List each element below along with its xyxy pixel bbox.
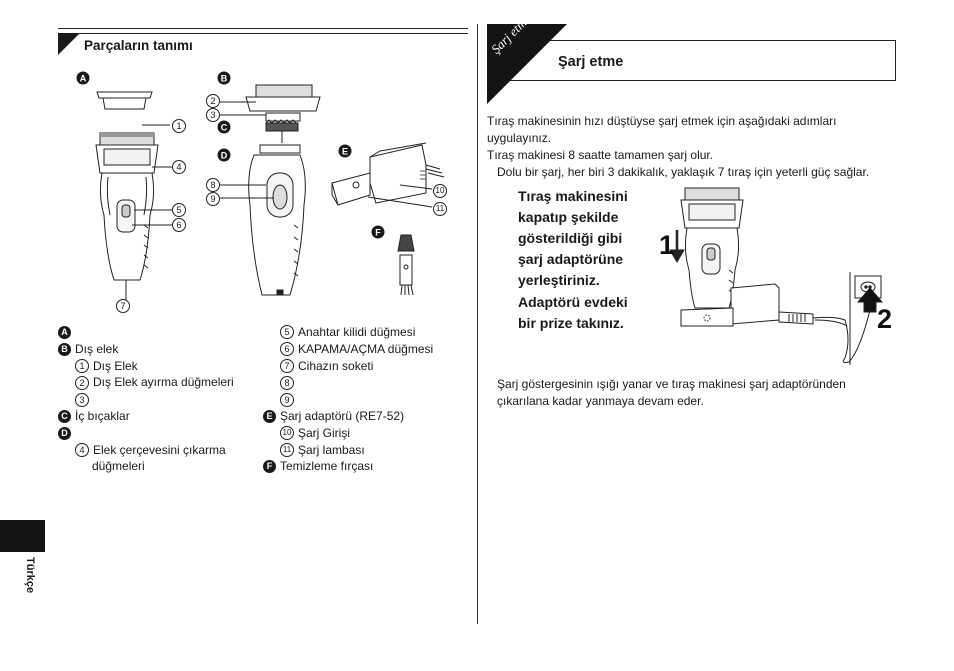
svg-text:A: A xyxy=(80,74,87,84)
legend-item: A xyxy=(58,324,268,341)
intro-text: Tıraş makinesinin hızı düştüyse şarj etm… xyxy=(487,113,907,181)
charging-adaptor-illustration xyxy=(331,142,445,206)
outer-frame-illustration xyxy=(245,84,321,122)
svg-text:E: E xyxy=(342,147,348,157)
step-2-text: Adaptörü evdeki bir prize takınız. xyxy=(518,294,628,331)
header-rule-top xyxy=(58,28,468,29)
legend-item: düğmeleri xyxy=(92,459,145,474)
diagram-letter-f: F xyxy=(371,225,385,239)
page-divider xyxy=(477,24,478,624)
intro-line: Tıraş makinesinin hızı düştüyse şarj etm… xyxy=(487,114,837,128)
diagram-letter-a: A xyxy=(76,71,90,85)
legend-item: 9 xyxy=(263,391,473,408)
callout-11: 11 xyxy=(433,202,447,216)
svg-text:B: B xyxy=(221,74,228,84)
section-corner-tab xyxy=(487,24,567,104)
power-cord xyxy=(812,287,874,363)
callout-6: 6 xyxy=(172,218,186,232)
step-number-1: 1 xyxy=(659,230,674,260)
protective-cap-illustration xyxy=(96,91,153,110)
diagram-letter-e: E xyxy=(338,144,352,158)
inner-blades-illustration xyxy=(265,119,299,143)
diagram-letter-d: D xyxy=(217,148,231,162)
intro-line: uygulayınız. xyxy=(487,131,552,145)
intro-line: Tıraş makinesi 8 saatte tamamen şarj olu… xyxy=(487,148,714,162)
callout-7: 7 xyxy=(116,299,130,313)
parts-diagram: A B C D E F xyxy=(76,71,445,300)
svg-text:F: F xyxy=(375,228,381,238)
intro-line: Dolu bir şarj, her biri 3 dakikalık, yak… xyxy=(497,165,870,179)
arrow-down-icon xyxy=(669,230,685,263)
diagram-letter-c: C xyxy=(217,120,231,134)
callout-4: 4 xyxy=(172,160,186,174)
shaver-illustration xyxy=(95,132,159,297)
callout-10: 10 xyxy=(433,184,447,198)
note-line: çıkarılana kadar yanmaya devam eder. xyxy=(497,394,704,408)
note-text: Şarj göstergesinin ışığı yanar ve tıraş … xyxy=(497,376,897,410)
header-rule-bottom xyxy=(58,33,468,34)
note-line: Şarj göstergesinin ışığı yanar ve tıraş … xyxy=(497,377,846,391)
callout-2: 2 xyxy=(206,94,220,108)
legend-item: D xyxy=(58,425,268,442)
diagram-letter-b: B xyxy=(217,71,231,85)
callout-8: 8 xyxy=(206,178,220,192)
language-label: Türkçe xyxy=(24,557,36,594)
svg-text:D: D xyxy=(221,151,228,161)
charging-illustration: 1 2 xyxy=(659,187,892,365)
section-corner-marker xyxy=(58,33,80,55)
callout-3: 3 xyxy=(206,108,220,122)
callout-1: 1 xyxy=(172,119,186,133)
svg-text:C: C xyxy=(221,123,228,133)
arrow-up-icon xyxy=(856,287,884,313)
legend-item: 3 xyxy=(58,391,268,408)
section-title: Şarj etme xyxy=(558,54,624,70)
cleaning-brush-illustration xyxy=(397,234,415,296)
language-tab-marker xyxy=(0,520,45,552)
step-1-text: Tıraş makinesini kapatıp şekilde gösteri… xyxy=(518,188,628,288)
adaptor-base-illustration xyxy=(680,283,814,327)
step-number-2: 2 xyxy=(877,304,892,334)
callout-9: 9 xyxy=(206,192,220,206)
section-title: Parçaların tanımı xyxy=(84,38,193,53)
shaver-body-illustration xyxy=(248,144,306,296)
callout-5: 5 xyxy=(172,203,186,217)
legend-item: 8 xyxy=(263,374,473,391)
shaver-on-adaptor-illustration xyxy=(680,187,744,309)
